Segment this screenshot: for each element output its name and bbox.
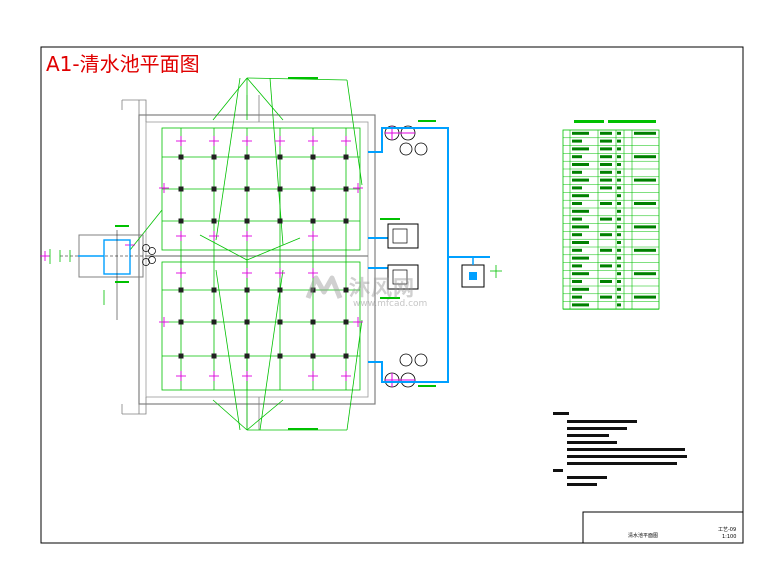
column-marker (211, 319, 217, 325)
column-marker (244, 353, 250, 359)
tank-inner-wall (145, 121, 369, 398)
drawing-frame (40, 46, 744, 544)
baffle-grid (129, 77, 363, 431)
column-marker (178, 154, 184, 160)
vent-cross (275, 268, 285, 278)
column-marker (178, 319, 184, 325)
title-block (582, 511, 743, 543)
column-marker (178, 186, 184, 192)
vent-cross (308, 231, 318, 241)
vent-cross (308, 268, 318, 278)
column-marker (211, 154, 217, 160)
vent-cross (176, 136, 186, 146)
watermark-brand: 沐风网 (349, 276, 415, 300)
vent-cross (308, 371, 318, 381)
column-marker (244, 186, 250, 192)
drawing-title: A1-清水池平面图 (46, 52, 200, 76)
column-marker (343, 319, 349, 325)
column-marker (211, 353, 217, 359)
column-marker (310, 186, 316, 192)
column-marker (343, 186, 349, 192)
column-marker (343, 287, 349, 293)
mfcad-logo-icon (305, 275, 343, 299)
vent-cross (209, 231, 219, 241)
vent-cross (242, 268, 252, 278)
vent-crosses (40, 136, 363, 381)
column-marker (310, 319, 316, 325)
title-block-drawing-name: 清水池平面图 (628, 533, 659, 539)
vent-cross (308, 136, 318, 146)
vent-cross (242, 231, 252, 241)
column-marker (211, 186, 217, 192)
vent-cross (40, 251, 50, 261)
watermark-url: www.mfcad.com (353, 299, 428, 309)
column-marker (277, 319, 283, 325)
vent-cross (159, 317, 169, 327)
tank-plan (40, 77, 376, 431)
column-marker (343, 353, 349, 359)
equipment-table (562, 120, 660, 310)
column-marker (178, 218, 184, 224)
vent-cross (341, 371, 351, 381)
column-marker (343, 154, 349, 160)
column-marker (244, 218, 250, 224)
column-marker (277, 186, 283, 192)
tank-outer-wall (138, 114, 376, 405)
column-marker (277, 218, 283, 224)
vent-cross (242, 136, 252, 146)
column-marker (277, 154, 283, 160)
vent-cross (159, 183, 169, 193)
right-pipework (288, 77, 502, 430)
vent-cross (353, 183, 363, 193)
column-marker (310, 353, 316, 359)
vent-cross (341, 136, 351, 146)
vent-cross (353, 317, 363, 327)
title-block-drawing-number: 工艺-09 (718, 527, 737, 533)
title-block-scale: 1:100 (722, 534, 737, 540)
vent-cross (176, 268, 186, 278)
notes-block (553, 412, 687, 486)
column-marker (310, 287, 316, 293)
column-marker (310, 154, 316, 160)
column-marker (211, 287, 217, 293)
vent-cross (275, 136, 285, 146)
column-marker (211, 218, 217, 224)
column-marker (277, 353, 283, 359)
column-marker (277, 287, 283, 293)
inlet-chamber (49, 225, 156, 320)
column-marker (244, 287, 250, 293)
column-marker (310, 218, 316, 224)
vent-cross (209, 371, 219, 381)
vent-cross (209, 136, 219, 146)
column-marker (244, 319, 250, 325)
column-marker (178, 353, 184, 359)
column-marker (178, 287, 184, 293)
vent-cross (176, 231, 186, 241)
column-markers (178, 154, 349, 359)
column-marker (343, 218, 349, 224)
vent-cross (176, 371, 186, 381)
vent-cross (242, 371, 252, 381)
column-marker (244, 154, 250, 160)
